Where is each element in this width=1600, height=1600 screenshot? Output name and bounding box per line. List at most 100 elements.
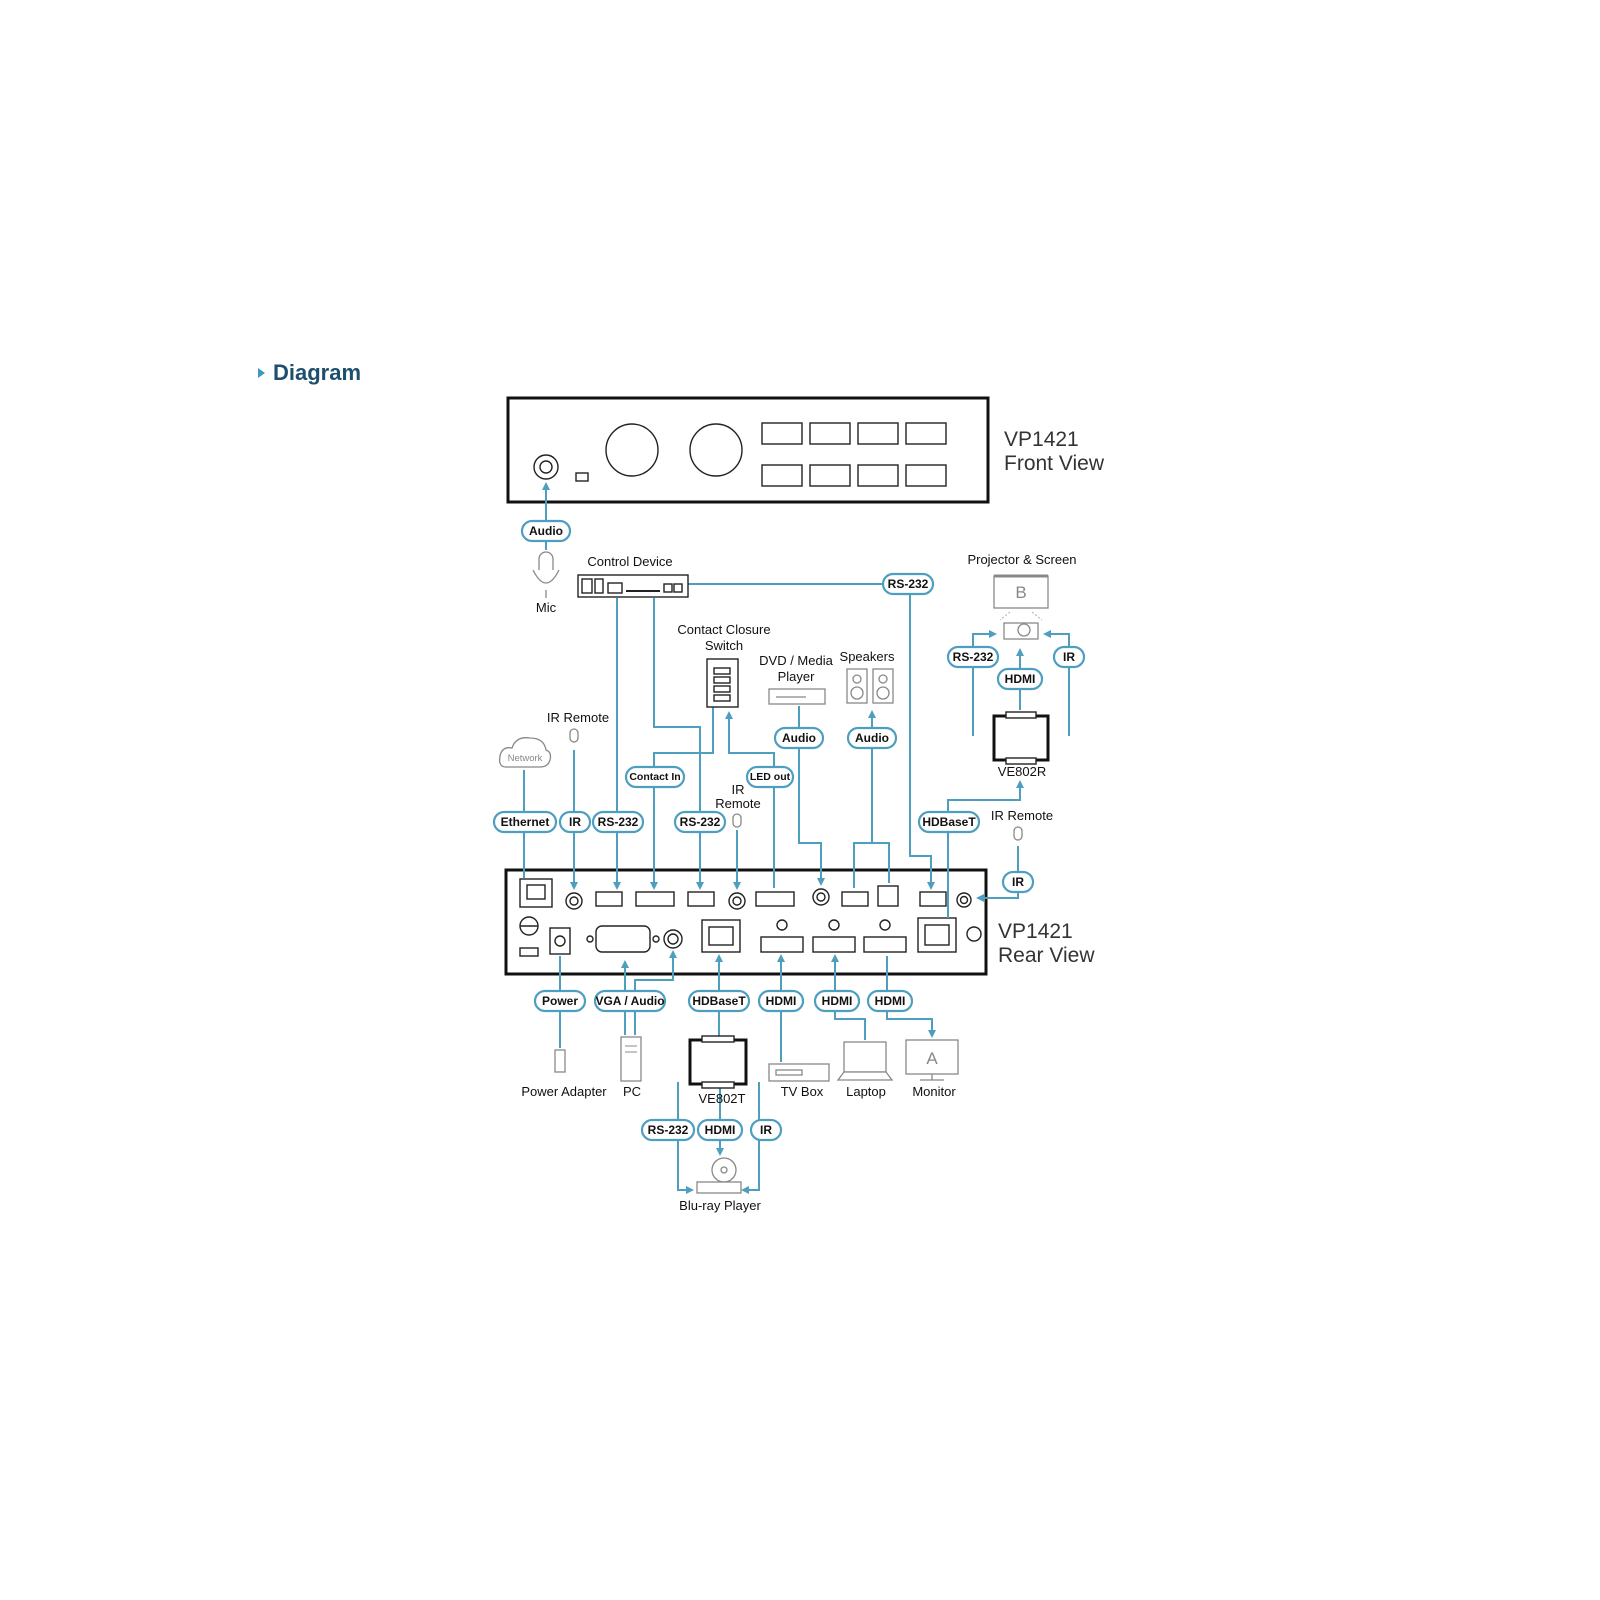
pc: PC (620, 1036, 642, 1099)
svg-text:LED out: LED out (750, 771, 791, 783)
cable-label-contact-in: Contact In (624, 765, 686, 789)
heading-text: Diagram (273, 360, 362, 385)
svg-text:Power: Power (542, 994, 578, 1008)
cable-label-rs232: RS-232 (591, 810, 645, 834)
network-label: Network (508, 753, 543, 764)
ir-remote-3: IR Remote (991, 808, 1053, 841)
ir-remote-1: IR Remote (547, 710, 609, 743)
power-adapter: Power Adapter (521, 1049, 607, 1099)
svg-text:HDMI: HDMI (875, 994, 906, 1008)
vp1421-rear-panel: VP1421 Rear View (504, 868, 1095, 976)
ir-remote-3-label: IR Remote (991, 808, 1053, 823)
bluray-player: Blu-ray Player (679, 1157, 761, 1213)
cable-label-power: Power (533, 989, 587, 1013)
mic-label: Mic (536, 600, 557, 615)
contact-in-port-icon (635, 891, 675, 907)
section-heading: Diagram (258, 360, 361, 386)
ir-remote-icon (1013, 826, 1023, 841)
svg-text:VGA / Audio: VGA / Audio (595, 994, 664, 1008)
control-device: Control Device (577, 554, 689, 598)
power-plug-icon (554, 1049, 566, 1073)
monitor-icon (905, 1039, 959, 1075)
laptop-label: Laptop (846, 1084, 886, 1099)
ve802r-label: VE802R (998, 764, 1046, 779)
audio-out-port-icon (841, 891, 869, 907)
optical-port-icon (877, 885, 899, 907)
rear-view-label: Rear View (998, 944, 1095, 967)
cable-label-hdmi: HDMI (757, 989, 805, 1013)
pc-label: PC (623, 1084, 641, 1099)
led-out-port-icon (755, 891, 795, 907)
ir-remote-2-label-2: Remote (715, 796, 761, 811)
contact-closure-label-1: Contact Closure (677, 622, 770, 637)
svg-text:Audio: Audio (782, 731, 816, 745)
svg-text:IR: IR (1012, 875, 1024, 889)
tv-box: TV Box (768, 1063, 830, 1099)
svg-text:RS-232: RS-232 (888, 577, 929, 591)
cable-label-audio: Audio (520, 519, 572, 543)
speakers: Speakers (840, 649, 895, 704)
cable-label-rs232: RS-232 (881, 572, 935, 596)
vp1421-front-panel: VP1421 Front View (506, 396, 1105, 504)
svg-text:HDMI: HDMI (822, 994, 853, 1008)
mic-icon: Mic (532, 551, 560, 615)
power-adapter-label: Power Adapter (521, 1084, 607, 1099)
rs232-port-icon (687, 891, 715, 907)
front-model-label: VP1421 (1004, 428, 1079, 451)
svg-text:RS-232: RS-232 (953, 650, 994, 664)
ve802t-label: VE802T (699, 1091, 746, 1106)
monitor-label: Monitor (912, 1084, 956, 1099)
volume-knob-icon (605, 423, 659, 477)
contact-closure-switch: Contact Closure Switch (677, 622, 771, 708)
projector-screen: Projector & Screen B (967, 552, 1077, 640)
cable-label-hdmi: HDMI (696, 1118, 744, 1142)
cable-label-led-out: LED out (745, 765, 795, 789)
cable-label-audio: Audio (846, 726, 898, 750)
ve802r: VE802R (992, 711, 1050, 779)
svg-text:HDMI: HDMI (1005, 672, 1036, 686)
rear-model-label: VP1421 (998, 920, 1073, 943)
ir-remote-1-label: IR Remote (547, 710, 609, 725)
rs232-port-icon (595, 891, 623, 907)
rs232-port-icon (919, 891, 947, 907)
svg-text:Ethernet: Ethernet (501, 815, 550, 829)
cable-label-rs232: RS-232 (946, 645, 1000, 669)
triangle-bullet-icon (258, 368, 265, 378)
cable-label-ir: IR (1052, 645, 1086, 669)
projector-screen-label: Projector & Screen (967, 552, 1076, 567)
svg-text:RS-232: RS-232 (598, 815, 639, 829)
cable-label-ethernet: Ethernet (492, 810, 558, 834)
svg-text:IR: IR (569, 815, 581, 829)
svg-text:RS-232: RS-232 (648, 1123, 689, 1137)
cable-label-hdmi: HDMI (813, 989, 861, 1013)
control-device-label: Control Device (587, 554, 672, 569)
screen-letter: B (1015, 583, 1026, 602)
cable-label-hdbaset: HDBaseT (687, 989, 751, 1013)
contact-closure-label-2: Switch (705, 638, 743, 653)
cable-label-ir: IR (1001, 870, 1035, 894)
ir-remote-2-label-1: IR (732, 782, 745, 797)
svg-text:IR: IR (760, 1123, 772, 1137)
front-buttons (761, 422, 947, 487)
cable-label-audio: Audio (773, 726, 825, 750)
ve802t: VE802T (688, 1035, 748, 1106)
cable-label-ir: IR (558, 810, 592, 834)
cable-label-hdmi: HDMI (996, 667, 1044, 691)
screw-icon (966, 926, 982, 942)
svg-text:Audio: Audio (855, 731, 889, 745)
speakers-label: Speakers (840, 649, 895, 664)
svg-text:Contact In: Contact In (629, 771, 680, 783)
monitor-letter: A (926, 1049, 938, 1068)
svg-text:RS-232: RS-232 (680, 815, 721, 829)
pc-tower-icon (620, 1036, 642, 1082)
volume-knob-icon (689, 423, 743, 477)
monitor: A Monitor (905, 1039, 959, 1099)
svg-text:HDMI: HDMI (705, 1123, 736, 1137)
svg-text:HDMI: HDMI (766, 994, 797, 1008)
dvd-label-2: Player (778, 669, 816, 684)
hdmi-port-icon (760, 936, 804, 953)
vga-port-icon (595, 925, 651, 953)
cable-label-vga-audio: VGA / Audio (593, 989, 667, 1013)
ir-remote-icon (569, 728, 579, 743)
